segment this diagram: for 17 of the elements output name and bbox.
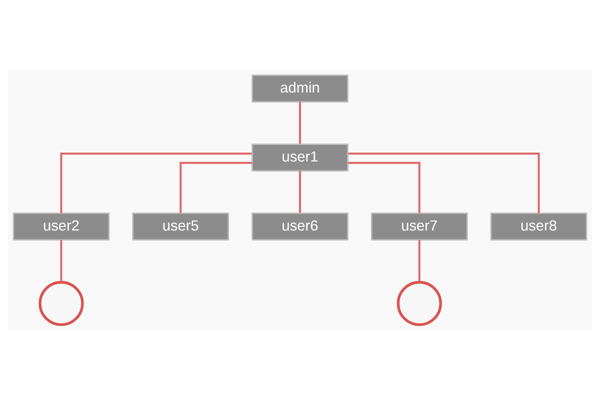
connector	[418, 240, 420, 282]
node-box: user7	[370, 212, 468, 240]
node-box: admin	[252, 74, 348, 102]
node-box: user2	[12, 212, 110, 240]
connector	[180, 162, 252, 214]
node-person	[396, 280, 442, 326]
connector	[60, 240, 62, 282]
connector	[348, 162, 420, 214]
node-box: user5	[132, 212, 230, 240]
node-box: user6	[252, 212, 348, 240]
node-person	[38, 280, 84, 326]
connector	[348, 152, 540, 214]
connector	[299, 170, 301, 213]
connector	[60, 152, 252, 214]
node-box: user8	[490, 212, 588, 240]
node-box: user1	[252, 144, 348, 172]
connector	[299, 102, 301, 144]
